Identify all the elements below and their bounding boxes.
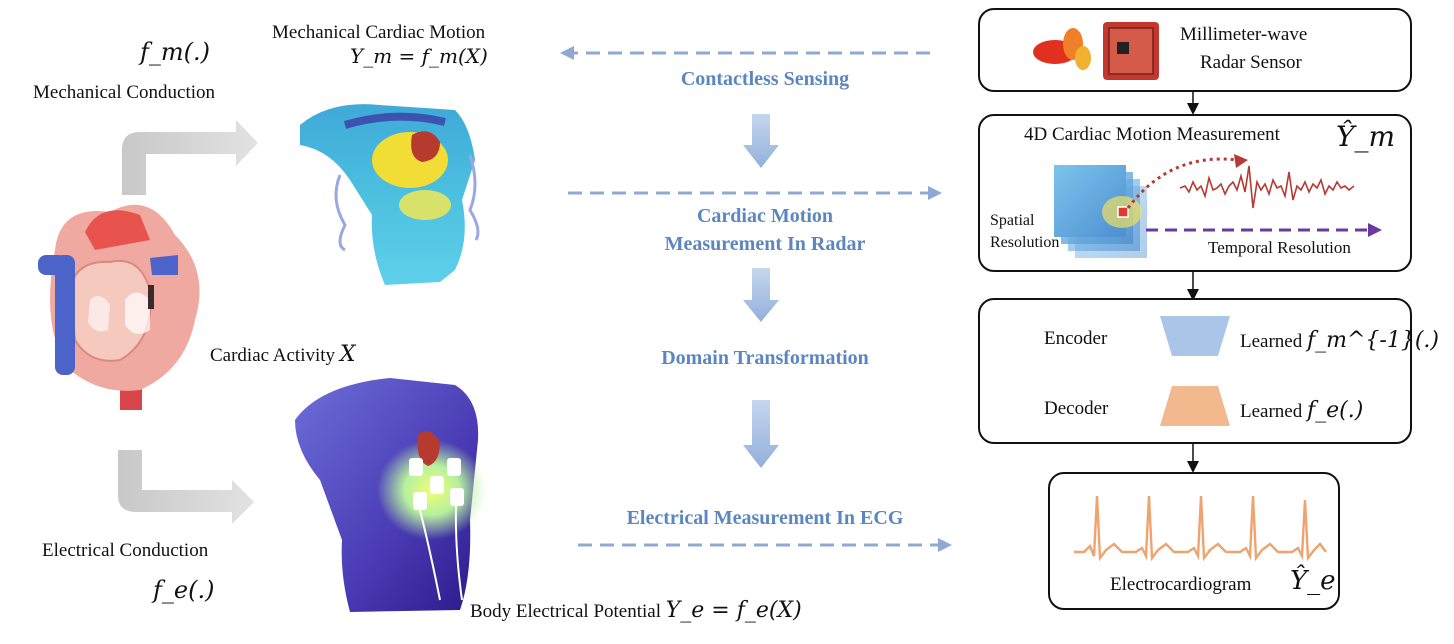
decoder-label: Decoder: [1044, 398, 1109, 419]
radar-sensor-box: Millimeter-wave Radar Sensor: [978, 8, 1412, 92]
ecg-box: Electrocardiogram Ŷ_e: [1048, 472, 1340, 610]
cardiac-activity-label: Cardiac Activity X: [210, 342, 356, 367]
measurement-symbol: Ŷ_m: [1336, 120, 1396, 153]
encoder-decoder-box: Encoder Learned f_m^{-1}(.) Decoder Lear…: [978, 298, 1439, 444]
down-arrow-1: [743, 114, 779, 168]
mechanical-motion-title: Mechanical Cardiac Motion: [272, 22, 486, 43]
measurement-graphic: [1054, 154, 1382, 258]
data-cube-stack: [1054, 165, 1147, 258]
step-electrical-measurement: Electrical Measurement In ECG: [626, 507, 904, 529]
step-contactless-sensing: Contactless Sensing: [680, 68, 850, 90]
radar-label-line1: Millimeter-wave: [1180, 24, 1308, 45]
radar-signal-waveform: [1179, 165, 1355, 209]
electrical-conduction-label: Electrical Conduction: [42, 540, 209, 561]
ecg-label: Electrocardiogram: [1110, 574, 1252, 595]
ecg-symbol: Ŷ_e: [1290, 566, 1336, 596]
measurement-box: 4D Cardiac Motion Measurement Ŷ_m Spatia…: [978, 114, 1412, 272]
decoder-trapezoid: [1160, 386, 1230, 426]
heart-illustration: [38, 204, 200, 410]
body-potential-label: Body Electrical Potential Y_e = f_e(X): [470, 598, 802, 623]
torso-mechanical: [300, 104, 480, 285]
step-cardiac-motion-line2: Measurement In Radar: [664, 233, 866, 255]
temporal-label: Temporal Resolution: [1208, 238, 1351, 257]
electrical-conduction-arrow: [118, 450, 254, 524]
step-domain-transformation: Domain Transformation: [661, 347, 869, 369]
measurement-title: 4D Cardiac Motion Measurement: [1024, 124, 1280, 145]
down-arrow-3: [743, 400, 779, 468]
encoder-learned: Learned f_m^{-1}(.): [1240, 328, 1440, 353]
radar-label-line2: Radar Sensor: [1200, 52, 1302, 73]
torso-electrical: [295, 378, 487, 612]
mechanical-conduction-arrow: [122, 120, 258, 195]
radar-antenna-icon: [1033, 22, 1159, 80]
fe-function: f_e(.): [153, 576, 215, 604]
mechanical-conduction-label: Mechanical Conduction: [33, 82, 216, 103]
fm-function: f_m(.): [140, 38, 210, 66]
down-arrow-2: [743, 268, 779, 322]
encoder-trapezoid: [1160, 316, 1230, 356]
ecg-waveform: [1074, 495, 1327, 562]
encoder-label: Encoder: [1044, 328, 1108, 349]
mechanical-motion-equation: Y_m = f_m(X): [350, 44, 488, 68]
step-cardiac-motion-line1: Cardiac Motion: [696, 205, 834, 227]
encoder-decoder-shapes: [1160, 316, 1230, 426]
decoder-learned: Learned f_e(.): [1240, 398, 1364, 423]
spatial-label-line1: Spatial: [990, 212, 1035, 229]
spatial-label-line2: Resolution: [990, 234, 1060, 251]
